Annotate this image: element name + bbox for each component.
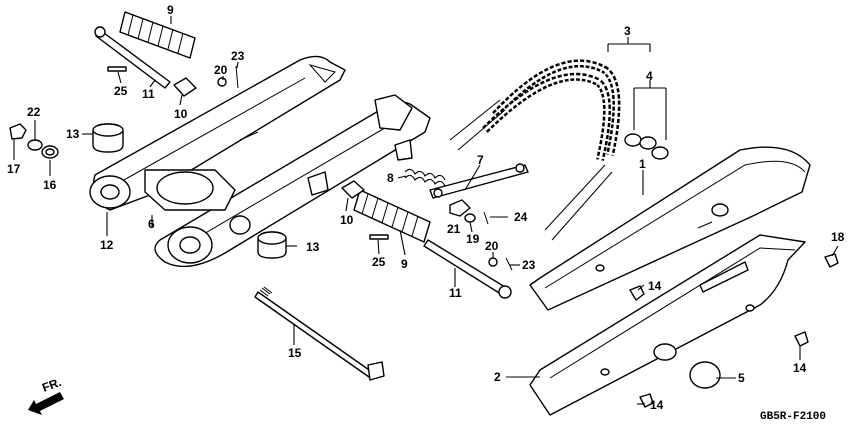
callout-2: 2 — [494, 370, 501, 384]
front-arrow — [28, 392, 64, 415]
callout-5: 5 — [738, 371, 745, 385]
pivot-cap — [9, 123, 59, 159]
callout-21: 21 — [447, 222, 461, 236]
callout-18: 18 — [831, 230, 845, 244]
step-peg-upper — [94, 11, 196, 89]
callout-13-left: 13 — [66, 127, 80, 141]
pivot-bushing-right — [257, 231, 287, 259]
callout-25-lower: 25 — [372, 255, 386, 269]
pivot-bushing-left — [92, 123, 124, 153]
callout-1: 1 — [639, 157, 646, 171]
callout-23-upper: 23 — [231, 49, 245, 63]
callout-17: 17 — [7, 162, 21, 176]
callout-15: 15 — [288, 346, 302, 360]
callout-6: 6 — [148, 217, 155, 231]
callout-20-lower: 20 — [485, 239, 499, 253]
callout-24: 24 — [514, 210, 528, 224]
chain-case-upper — [529, 146, 811, 311]
callout-4: 4 — [646, 69, 653, 83]
callout-14-bottom: 14 — [650, 398, 664, 412]
step-peg-lower — [353, 189, 512, 299]
callout-11-lower: 11 — [449, 286, 462, 300]
front-marker-label: FR. — [40, 375, 63, 395]
callout-9-lower: 9 — [401, 257, 408, 271]
callout-10-upper: 10 — [174, 107, 188, 121]
axle-bolt — [254, 286, 385, 381]
spring — [404, 168, 446, 187]
chain-case-lower — [529, 234, 806, 416]
leader-lines — [13, 16, 839, 405]
callout-10-lower: 10 — [340, 213, 354, 227]
callout-20-upper: 20 — [214, 63, 228, 77]
callout-14-right: 14 — [793, 361, 807, 375]
callout-11-upper: 11 — [142, 87, 155, 101]
callout-7: 7 — [477, 153, 484, 167]
callout-12: 12 — [100, 238, 114, 252]
swingarm — [89, 55, 431, 268]
drive-chain — [449, 59, 621, 241]
slider-fasteners — [449, 199, 489, 225]
diagram-code: GB5R-F2100 — [760, 411, 826, 423]
callout-3: 3 — [624, 24, 631, 38]
chain-slider — [429, 163, 529, 199]
peg-washers — [107, 65, 513, 271]
callout-16: 16 — [43, 178, 57, 192]
callout-labels: 3 4 1 2 5 6 7 8 9 9 10 10 11 11 12 13 13… — [7, 3, 845, 423]
callout-13-right: 13 — [306, 240, 320, 254]
callout-19: 19 — [466, 232, 480, 246]
callout-14-upper: 14 — [648, 279, 662, 293]
callout-8: 8 — [387, 171, 394, 185]
callout-22: 22 — [27, 105, 41, 119]
case-bolts — [629, 253, 839, 408]
inspection-cap — [689, 361, 721, 389]
callout-23-lower: 23 — [522, 258, 536, 272]
callout-25-upper: 25 — [114, 84, 128, 98]
master-link — [624, 133, 669, 160]
callout-9-upper: 9 — [167, 3, 174, 17]
